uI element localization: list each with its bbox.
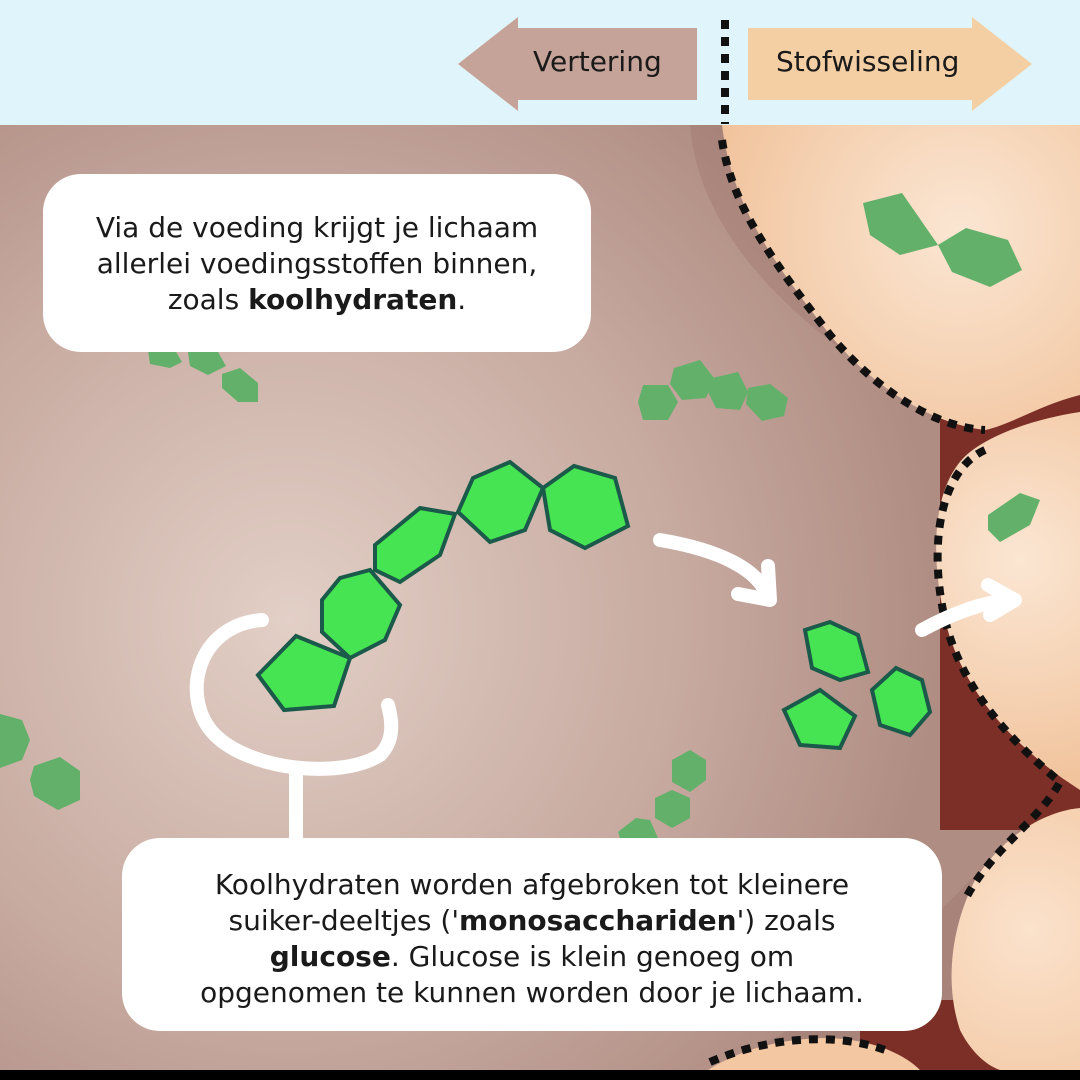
membrane-lower <box>708 1035 887 1066</box>
membrane-middle <box>933 446 1066 902</box>
monomer-2 <box>320 567 403 661</box>
transport-arrows <box>653 533 1022 637</box>
explain-line-1: Koolhydraten worden afgebroken tot klein… <box>214 868 850 901</box>
intro-line-3: zoals koolhydraten. <box>63 282 571 318</box>
background-sugars <box>0 193 1040 838</box>
explain-line-4: opgenomen te kunnen worden door je licha… <box>200 976 864 1009</box>
intro-speech-bubble: Via de voeding krijgt je lichaam allerle… <box>43 174 591 352</box>
explain-line-2-post: ') zoals <box>736 904 836 937</box>
right-arrow-shape <box>748 17 1032 111</box>
glucose-keyword: glucose <box>269 940 391 973</box>
explanation-speech-bubble: Koolhydraten worden afgebroken tot klein… <box>122 838 942 1031</box>
enzyme-icon <box>189 613 399 847</box>
membrane-upper <box>718 139 986 434</box>
cell-top <box>722 125 1080 430</box>
explain-line-2-pre: suiker-deeltjes (' <box>228 904 460 937</box>
left-arrow-shape <box>458 17 697 111</box>
intro-line-3-pre: zoals <box>167 283 249 316</box>
digestion-label: Vertering <box>533 45 662 78</box>
intro-line-3-post: . <box>457 283 467 316</box>
cell-bottom <box>951 808 1080 1070</box>
glucose-monomers <box>781 619 933 751</box>
explain-line-3-post: . Glucose is klein genoeg om <box>390 940 795 973</box>
metabolism-label: Stofwisseling <box>776 45 960 78</box>
monomer-5 <box>540 463 631 551</box>
explain-line-2: suiker-deeltjes ('monosacchariden') zoal… <box>152 903 912 939</box>
intro-line-1: Via de voeding krijgt je lichaam <box>95 211 539 244</box>
monomer-3 <box>373 505 458 585</box>
carbohydrate-chain <box>255 459 631 713</box>
intro-line-2: allerlei voedingsstoffen binnen, <box>96 247 538 280</box>
monosaccharides-keyword: monosacchariden <box>459 904 737 937</box>
monomer-1 <box>255 633 353 713</box>
intro-keyword: koolhydraten <box>248 283 458 316</box>
explain-line-3: glucose. Glucose is klein genoeg om <box>152 939 912 975</box>
